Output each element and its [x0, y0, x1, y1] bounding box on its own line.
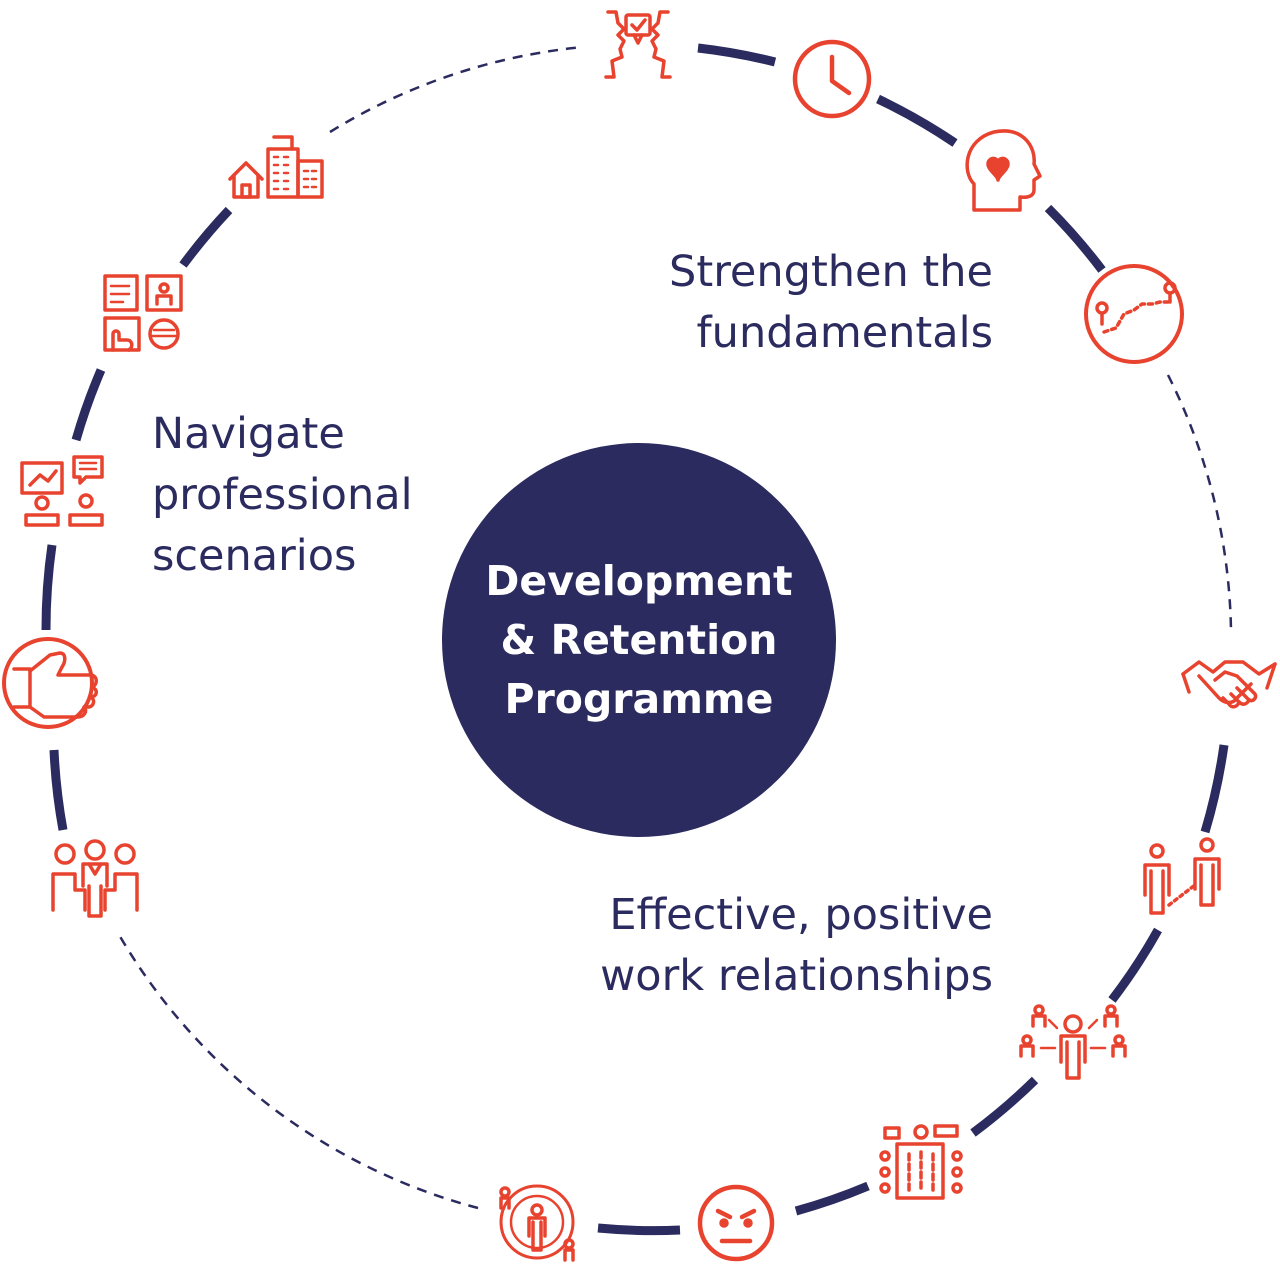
ring-thick-segment: [1044, 204, 1106, 273]
theme-label-line: scenarios: [152, 531, 357, 581]
theme-label-line: Strengthen the: [669, 247, 993, 297]
two-heads-checkmark-icon: [604, 10, 672, 79]
ring-thick-segment: [597, 1223, 681, 1236]
ring-segments: [41, 43, 1233, 1236]
path-route-icon: [1084, 264, 1184, 364]
ring-thick-segment: [179, 206, 233, 268]
handshake-icon: [1181, 660, 1277, 709]
programme-title-line: Development: [485, 556, 793, 605]
ring-thick-segment: [41, 544, 57, 631]
theme-label-line: fundamentals: [696, 308, 993, 358]
two-people-connection-icon: [1143, 837, 1221, 915]
programme-hub-circle: Development & Retention Programme: [442, 443, 836, 837]
ring-dashed-segment: [329, 45, 584, 134]
ring-dashed-segment: [116, 932, 479, 1210]
programme-title: Development & Retention Programme: [485, 552, 792, 729]
presentation-chat-icon: [20, 455, 104, 527]
theme-label-line: Navigate: [152, 409, 345, 459]
programme-title-line: Programme: [504, 674, 774, 723]
ring-thick-segment: [49, 749, 68, 831]
ring-thick-segment: [1108, 927, 1162, 1003]
head-heart-icon: [965, 129, 1042, 212]
ring-thick-segment: [697, 43, 777, 67]
theme-label-strengthen: Strengthen the fundamentals: [669, 242, 993, 364]
ring-thick-segment: [876, 94, 958, 147]
meeting-group-icon: [51, 839, 139, 918]
clock-icon: [792, 39, 872, 119]
person-target-icon: [499, 1184, 575, 1262]
profile-dashboard-icon: [103, 274, 183, 352]
ring-thick-segment: [71, 368, 106, 442]
ring-dashed-segment: [1166, 374, 1233, 631]
theme-label-line: professional: [152, 470, 413, 520]
ring-thick-segment: [794, 1181, 870, 1216]
programme-title-line: & Retention: [500, 615, 778, 664]
theme-label-navigate: Navigate professional scenarios: [152, 404, 413, 587]
ring-thick-segment: [970, 1076, 1039, 1137]
buildings-icon: [228, 135, 324, 199]
theme-label-effective: Effective, positive work relationships: [600, 885, 993, 1007]
organization-structure-icon: [879, 1124, 963, 1200]
angry-face-icon: [697, 1184, 775, 1262]
ring-thick-segment: [1200, 744, 1229, 834]
team-arrows-icon: [1019, 1004, 1127, 1080]
theme-label-line: work relationships: [600, 951, 993, 1001]
thumbs-up-icon: [2, 637, 98, 729]
theme-label-line: Effective, positive: [609, 890, 993, 940]
